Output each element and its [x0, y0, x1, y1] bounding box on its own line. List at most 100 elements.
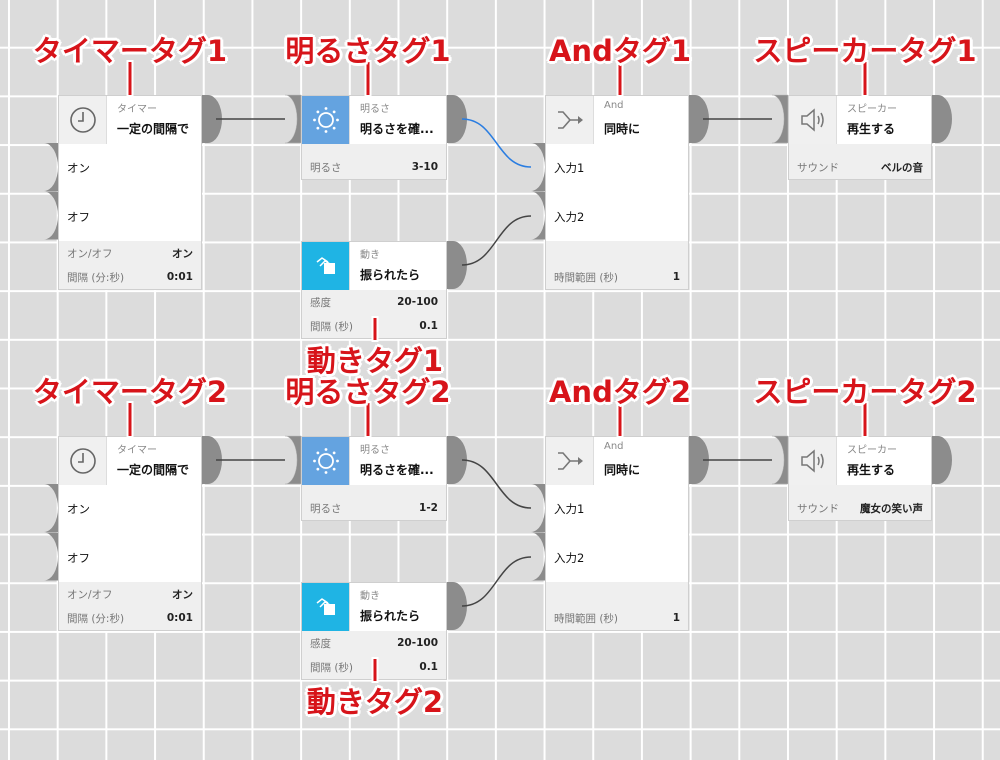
input-row: オン: [67, 161, 90, 176]
param-value: 20-100: [397, 296, 438, 308]
param-value: 1: [672, 612, 680, 624]
connection-wire: [461, 215, 532, 266]
input-row: オフ: [67, 550, 90, 565]
param-row[interactable]: 間隔 (秒)0.1: [310, 314, 438, 338]
merge-icon: [546, 96, 594, 144]
output-port[interactable]: [932, 95, 952, 143]
param-label: 間隔 (秒): [310, 661, 354, 674]
input-port[interactable]: [284, 94, 302, 144]
shake-icon: [302, 242, 350, 290]
output-port[interactable]: [447, 241, 467, 289]
input-port[interactable]: [531, 191, 545, 240]
param-value: 1-2: [419, 502, 438, 514]
node-heading: 明るさ明るさを確...: [350, 437, 446, 485]
timer-node[interactable]: タイマー一定の間隔でオンオフオン/オフオン間隔 (分:秒)0:01: [58, 95, 202, 290]
node-title: 一定の間隔で: [117, 122, 190, 136]
param-value: 魔女の笑い声: [860, 502, 923, 515]
tag-leader-line: [364, 401, 372, 438]
input-port[interactable]: [284, 435, 302, 485]
param-label: サウンド: [797, 502, 839, 515]
param-value: 0.1: [419, 320, 438, 332]
node-type-label: And: [604, 100, 624, 111]
node-title: 振られたら: [360, 268, 421, 282]
output-port[interactable]: [202, 95, 222, 143]
bright-tag-label: 明るさタグ2: [285, 375, 451, 409]
param-row[interactable]: オン/オフオン: [67, 582, 193, 606]
param-value: 0:01: [166, 612, 193, 624]
input-port[interactable]: [531, 484, 545, 532]
input-port[interactable]: [771, 435, 789, 485]
speaker-node[interactable]: スピーカー再生するサウンドベルの音: [788, 95, 932, 180]
input-port[interactable]: [44, 532, 59, 581]
tag-leader-line: [861, 401, 869, 438]
param-row[interactable]: オン/オフオン: [67, 241, 193, 265]
connection-wire: [461, 556, 532, 607]
output-port[interactable]: [932, 436, 952, 484]
node-params: サウンドベルの音: [789, 144, 931, 179]
param-row[interactable]: 間隔 (秒) 0.1: [310, 655, 438, 679]
output-port[interactable]: [447, 582, 467, 630]
input-port[interactable]: [44, 191, 59, 240]
output-port[interactable]: [447, 436, 467, 484]
param-row[interactable]: 間隔 (分:秒)0:01: [67, 606, 193, 630]
input-port[interactable]: [44, 143, 58, 191]
node-type-label: 明るさ: [360, 445, 390, 456]
param-value: 0.1: [419, 661, 438, 673]
timer-node[interactable]: タイマー一定の間隔でオンオフオン/オフオン間隔 (分:秒)0:01: [58, 436, 202, 631]
input-port[interactable]: [771, 94, 789, 144]
node-title: 振られたら: [360, 609, 421, 623]
param-row[interactable]: 間隔 (分:秒)0:01: [67, 265, 193, 289]
tag-leader-line: [616, 60, 624, 97]
output-port[interactable]: [689, 95, 709, 143]
node-params: 時間範囲 (秒) 1: [546, 241, 688, 289]
param-value: 1: [672, 271, 680, 283]
output-port[interactable]: [689, 436, 709, 484]
node-params: サウンド 魔女の笑い声: [789, 485, 931, 520]
param-row[interactable]: 時間範囲 (秒) 1: [554, 265, 680, 289]
motion-tag-label: 動きタグ1: [306, 344, 444, 378]
param-value: 20-100: [397, 637, 438, 649]
input-row: 入力2: [554, 550, 585, 565]
connection-wire: [461, 118, 532, 168]
param-row[interactable]: サウンド 魔女の笑い声: [797, 496, 923, 520]
node-header: 明るさ明るさを確...: [302, 437, 446, 485]
param-row[interactable]: 時間範囲 (秒) 1: [554, 606, 680, 630]
param-label: 時間範囲 (秒): [554, 612, 619, 625]
speaker-node[interactable]: スピーカー再生するサウンド 魔女の笑い声: [788, 436, 932, 521]
node-type-label: 動き: [360, 250, 380, 261]
tag-leader-line: [371, 657, 379, 683]
node-title: 同時に: [604, 463, 641, 477]
param-row[interactable]: サウンドベルの音: [797, 155, 923, 179]
node-type-label: スピーカー: [847, 104, 897, 115]
input-port[interactable]: [531, 143, 545, 191]
bright-tag-label: 明るさタグ1: [285, 34, 451, 68]
merge-icon: [546, 437, 594, 485]
param-label: 時間範囲 (秒): [554, 271, 619, 284]
input-port[interactable]: [44, 484, 58, 532]
param-value: 3-10: [411, 161, 438, 173]
clock-icon: [59, 96, 107, 144]
output-port[interactable]: [447, 95, 467, 143]
speaker-icon: [789, 96, 837, 144]
input-row: 入力2: [554, 209, 585, 224]
input-port[interactable]: [531, 532, 545, 581]
node-title: 明るさを確...: [360, 463, 434, 477]
node-header: スピーカー再生する: [789, 437, 931, 485]
node-header: 動き振られたら: [302, 583, 446, 631]
shake-icon: [302, 583, 350, 631]
output-port[interactable]: [202, 436, 222, 484]
param-value: ベルの音: [881, 161, 923, 174]
